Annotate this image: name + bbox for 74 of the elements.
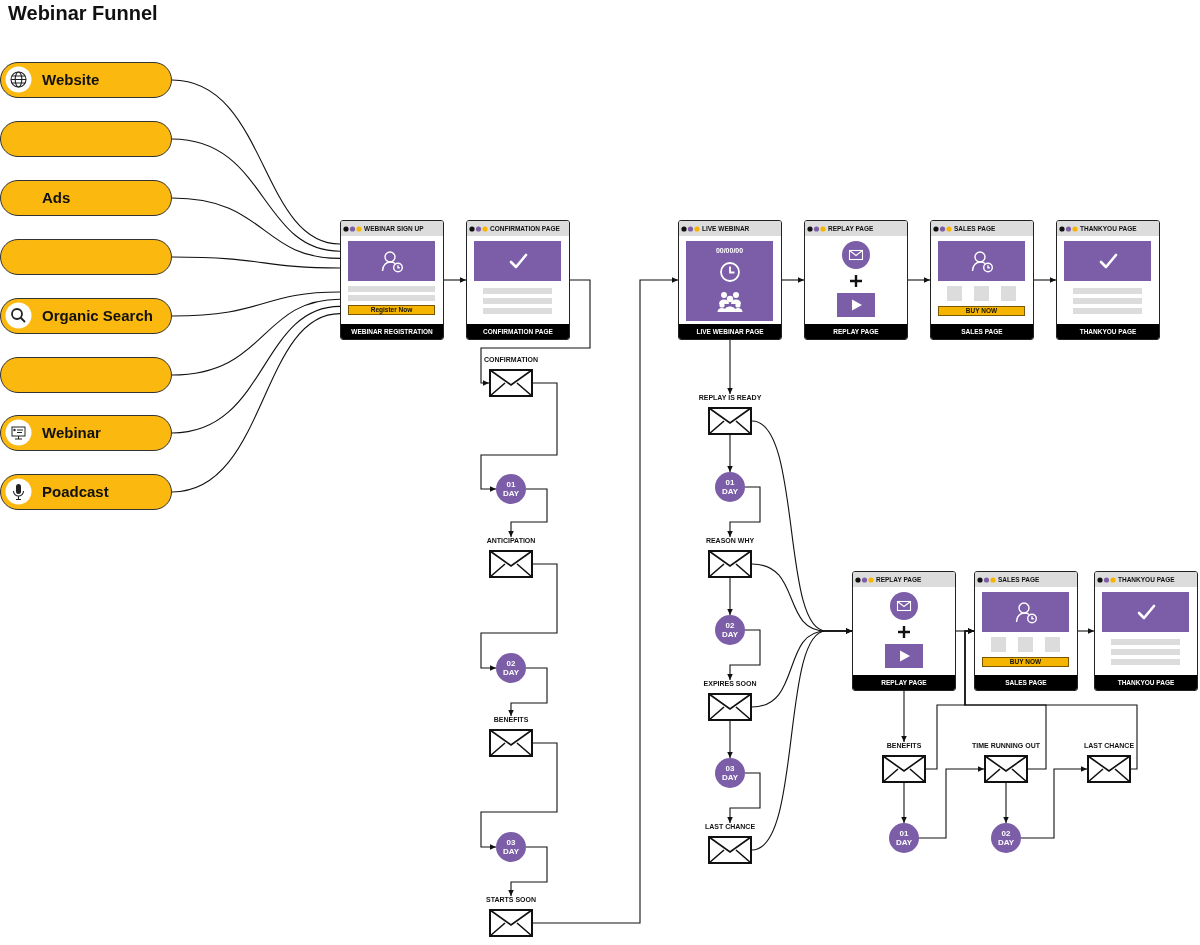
day-label: 01 DAY	[894, 829, 914, 847]
day-circle	[715, 615, 745, 645]
connector-arrow	[508, 667, 548, 717]
connector-arrow	[907, 277, 931, 283]
browser-window	[466, 220, 570, 340]
connector-arrow	[727, 434, 733, 473]
source-label: Ads	[42, 188, 71, 208]
day-circle	[496, 474, 526, 504]
source-pill	[0, 239, 172, 275]
connector-arrow	[1020, 766, 1088, 839]
day-label: 02 DAY	[996, 829, 1016, 847]
day-label: 02 DAY	[501, 659, 521, 677]
connector-arrow	[1003, 782, 1009, 824]
source-pill	[0, 298, 172, 334]
source-pill	[0, 62, 172, 98]
connector-arrow	[480, 382, 558, 492]
day-label: 01 DAY	[720, 478, 740, 496]
connector-arrow	[781, 277, 805, 283]
browser-window	[340, 220, 444, 340]
connector-line	[171, 313, 341, 493]
browser-window	[930, 220, 1034, 340]
connector-arrow	[964, 628, 1138, 770]
connector-arrow	[1033, 277, 1057, 283]
connector-arrow	[443, 277, 467, 283]
connector-arrow	[901, 690, 907, 743]
browser-window	[804, 220, 908, 340]
day-label: 03 DAY	[501, 838, 521, 856]
browser-window	[678, 220, 782, 340]
connector-arrow	[751, 628, 853, 851]
connector-arrow	[532, 277, 679, 924]
source-pill	[0, 415, 172, 451]
day-circle	[715, 758, 745, 788]
connector-arrow	[727, 339, 733, 395]
day-circle	[496, 832, 526, 862]
connector-arrow	[480, 279, 591, 386]
connector-arrow	[508, 488, 548, 538]
browser-window	[1094, 571, 1198, 691]
day-label: 01 DAY	[501, 480, 521, 498]
source-pill	[0, 121, 172, 157]
connector-arrow	[480, 742, 558, 850]
connector-arrow	[727, 629, 761, 681]
diagram-title: Webinar Funnel	[8, 2, 158, 25]
connector-arrow	[901, 782, 907, 824]
day-label: 03 DAY	[720, 764, 740, 782]
source-label: Website	[42, 70, 100, 90]
connector-line	[171, 79, 341, 245]
day-circle	[715, 472, 745, 502]
source-pill	[0, 357, 172, 393]
connector-line	[171, 298, 341, 376]
day-label: 02 DAY	[720, 621, 740, 639]
source-label: Poadcast	[42, 482, 109, 502]
connector-arrow	[918, 766, 985, 839]
connector-line	[171, 197, 341, 259]
connector-line	[171, 305, 341, 434]
source-label: Webinar	[42, 423, 101, 443]
connector-line	[171, 256, 341, 269]
connector-line	[171, 138, 341, 252]
day-circle	[991, 823, 1021, 853]
day-circle	[496, 653, 526, 683]
connector-arrow	[508, 846, 548, 897]
connector-arrow	[1077, 628, 1095, 634]
connector-line	[171, 291, 341, 317]
browser-window	[852, 571, 956, 691]
browser-window	[974, 571, 1078, 691]
browser-window	[1056, 220, 1160, 340]
connector-arrow	[480, 563, 558, 671]
day-circle	[889, 823, 919, 853]
source-pill	[0, 180, 172, 216]
connector-arrow	[727, 720, 733, 759]
connector-arrow	[727, 486, 761, 538]
source-label: Organic Search	[42, 306, 153, 326]
source-pill	[0, 474, 172, 510]
connector-arrow	[727, 577, 733, 616]
connector-arrow	[727, 772, 761, 824]
